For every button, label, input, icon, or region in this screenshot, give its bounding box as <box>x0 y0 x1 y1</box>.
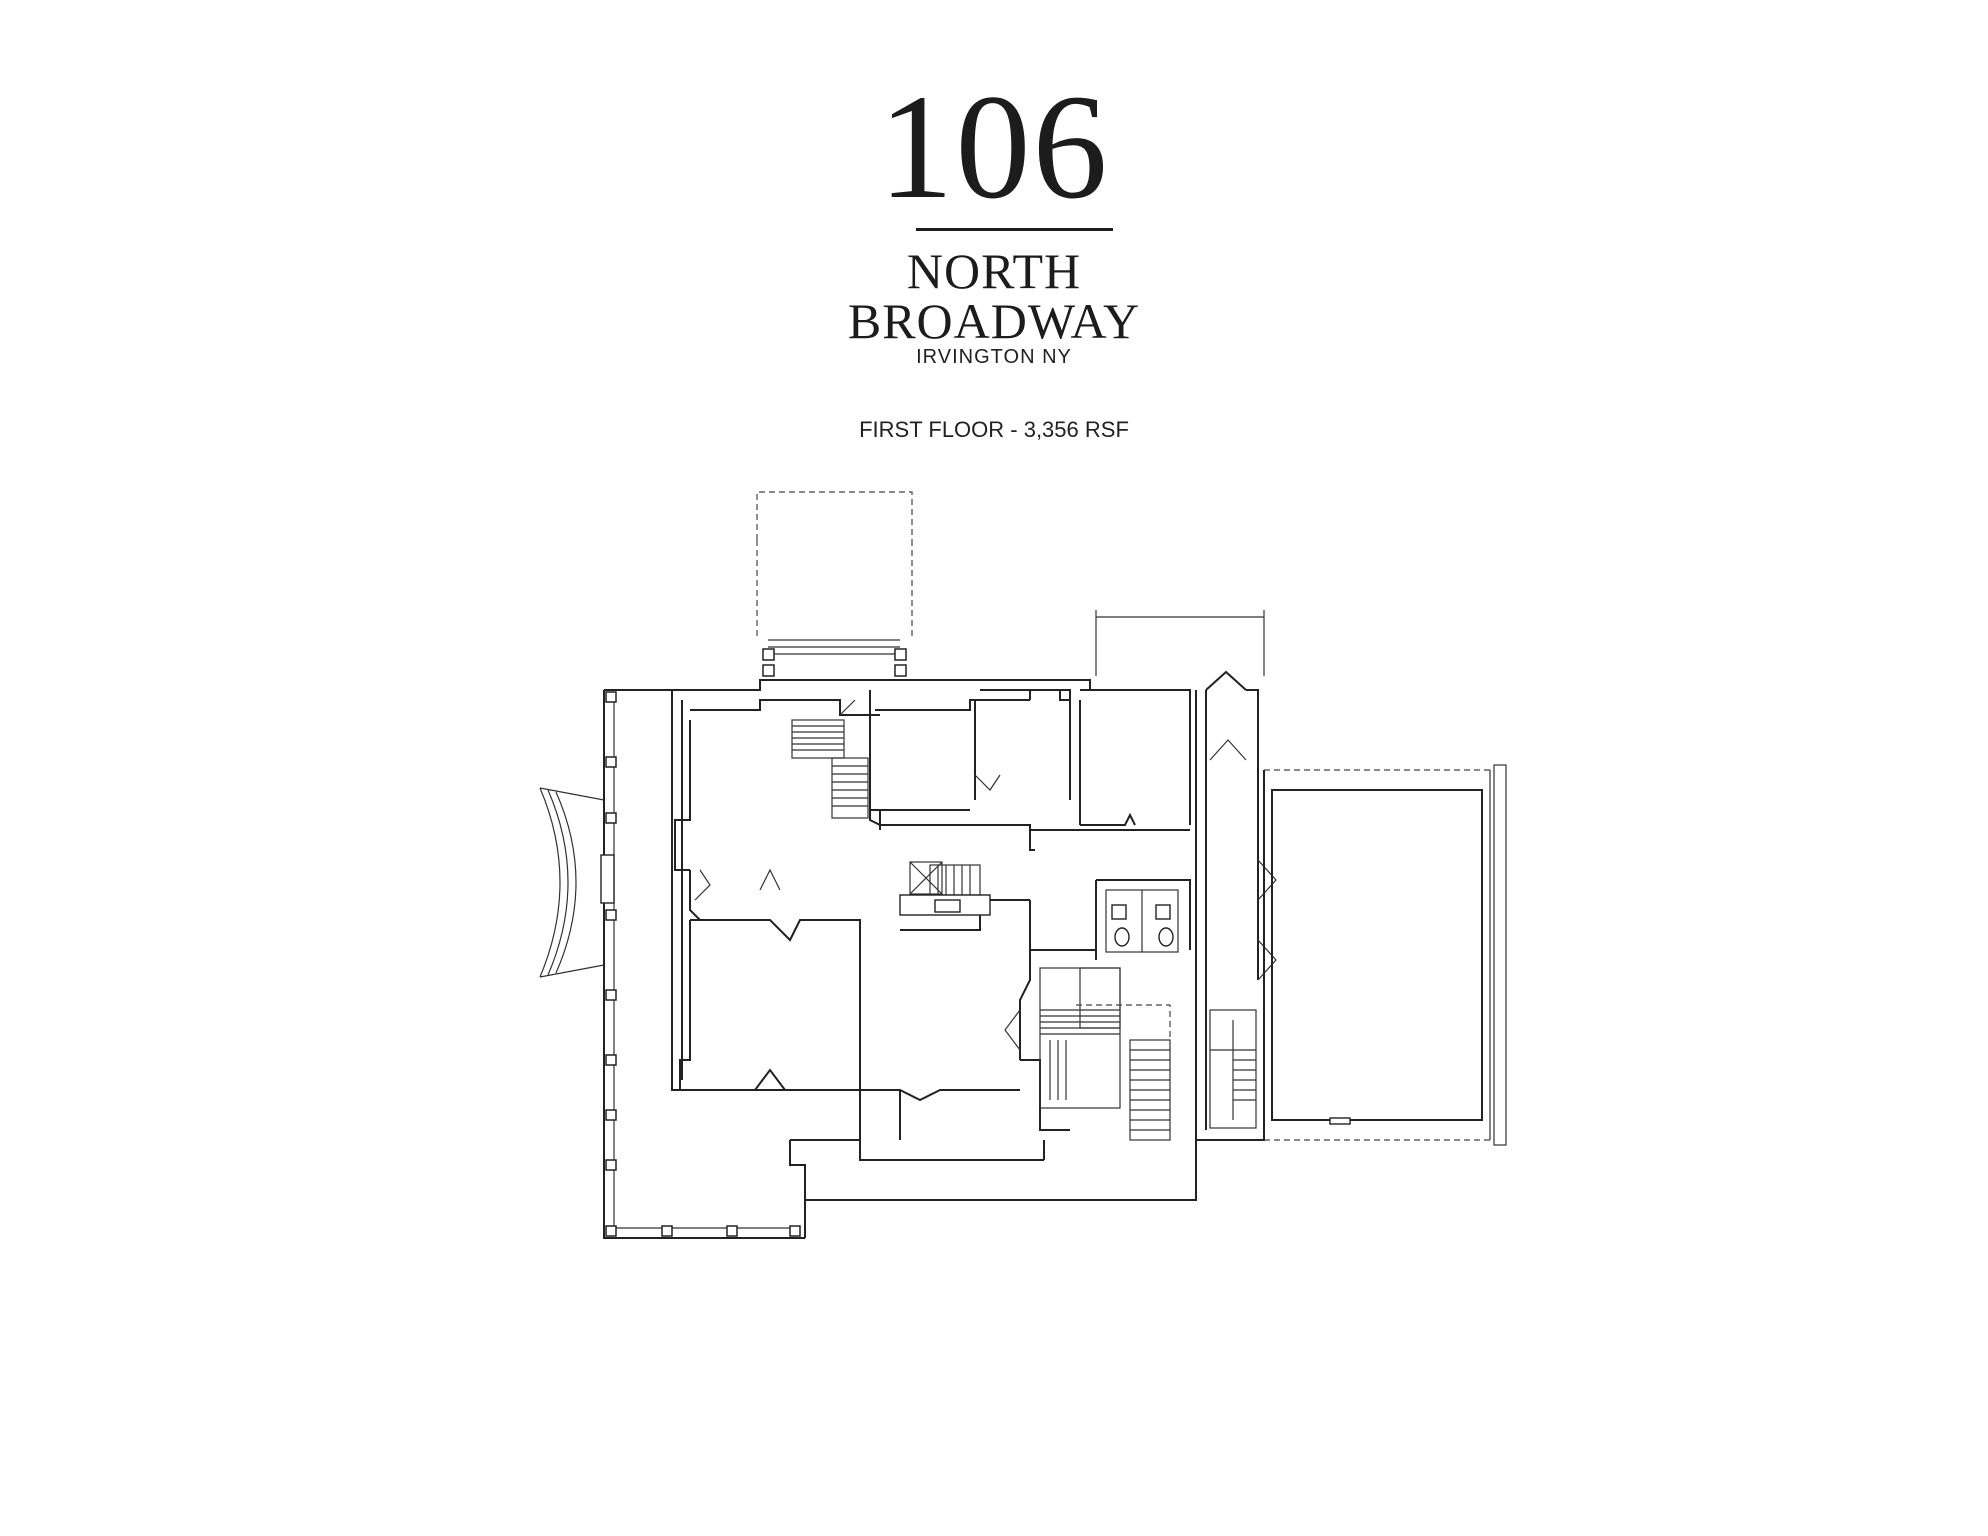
street-name-line-1: NORTH <box>906 243 1082 299</box>
restrooms <box>1105 889 1179 953</box>
dimension-line <box>1095 610 1265 676</box>
title-divider <box>916 228 1113 231</box>
rear-deck <box>756 491 913 677</box>
main-house-walls <box>671 679 1197 1238</box>
street-name-line-2: BROADWAY <box>847 293 1141 349</box>
garage-annex <box>1263 764 1507 1146</box>
address-number: 106 <box>878 64 1110 230</box>
city-state: IRVINGTON NY <box>916 346 1072 368</box>
floor-label: FIRST FLOOR - 3,356 RSF <box>859 417 1129 442</box>
main-staircase <box>791 719 991 916</box>
front-porch <box>539 689 805 1239</box>
service-stairs <box>1039 967 1171 1141</box>
